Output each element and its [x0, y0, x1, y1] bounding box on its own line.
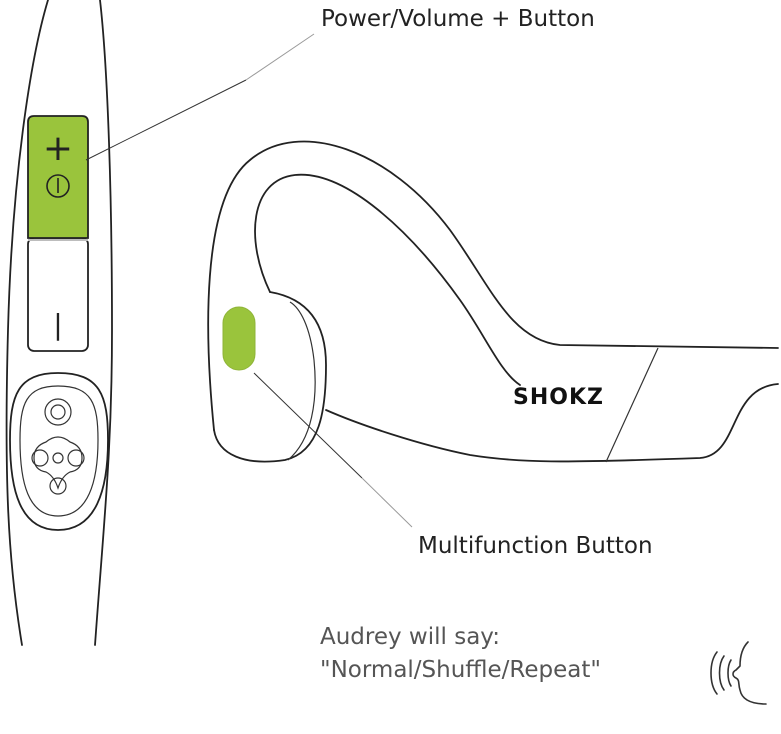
plus-symbol: +: [43, 128, 73, 169]
power-volume-label: Power/Volume + Button: [321, 6, 595, 32]
charging-port-inner: [19, 385, 99, 517]
transducer-rim: [287, 301, 316, 461]
control-module-side-view: + |: [5, 0, 113, 646]
power-icon: [46, 174, 70, 198]
charging-pins: [31, 398, 85, 495]
leader-line-power-far: [245, 33, 315, 81]
leader-line-multifunction-near: [253, 372, 363, 479]
band-lower-edge: [325, 383, 779, 463]
leader-line-multifunction-far: [361, 477, 413, 528]
leader-line-power-near: [85, 79, 247, 161]
ear-hook-inner: [254, 173, 521, 386]
module-left-edge: [5, 0, 49, 646]
voice-prompt-options: "Normal/Shuffle/Repeat": [320, 657, 601, 683]
voice-prompt-intro: Audrey will say:: [320, 624, 500, 650]
power-volume-plus-button: [27, 115, 89, 239]
speaking-head-icon: [710, 641, 767, 705]
multifunction-button: [222, 306, 256, 371]
module-right-edge: [94, 0, 113, 646]
ear-hook-outer: [207, 140, 779, 431]
minus-symbol: |: [53, 308, 62, 341]
transducer-body: [213, 291, 327, 463]
brand-logo: SHOKZ: [513, 385, 604, 410]
headphone-earpiece-view: SHOKZ: [207, 140, 779, 463]
charging-port-outer: [9, 372, 109, 531]
multifunction-label: Multifunction Button: [418, 533, 653, 559]
band-seam: [605, 347, 659, 463]
